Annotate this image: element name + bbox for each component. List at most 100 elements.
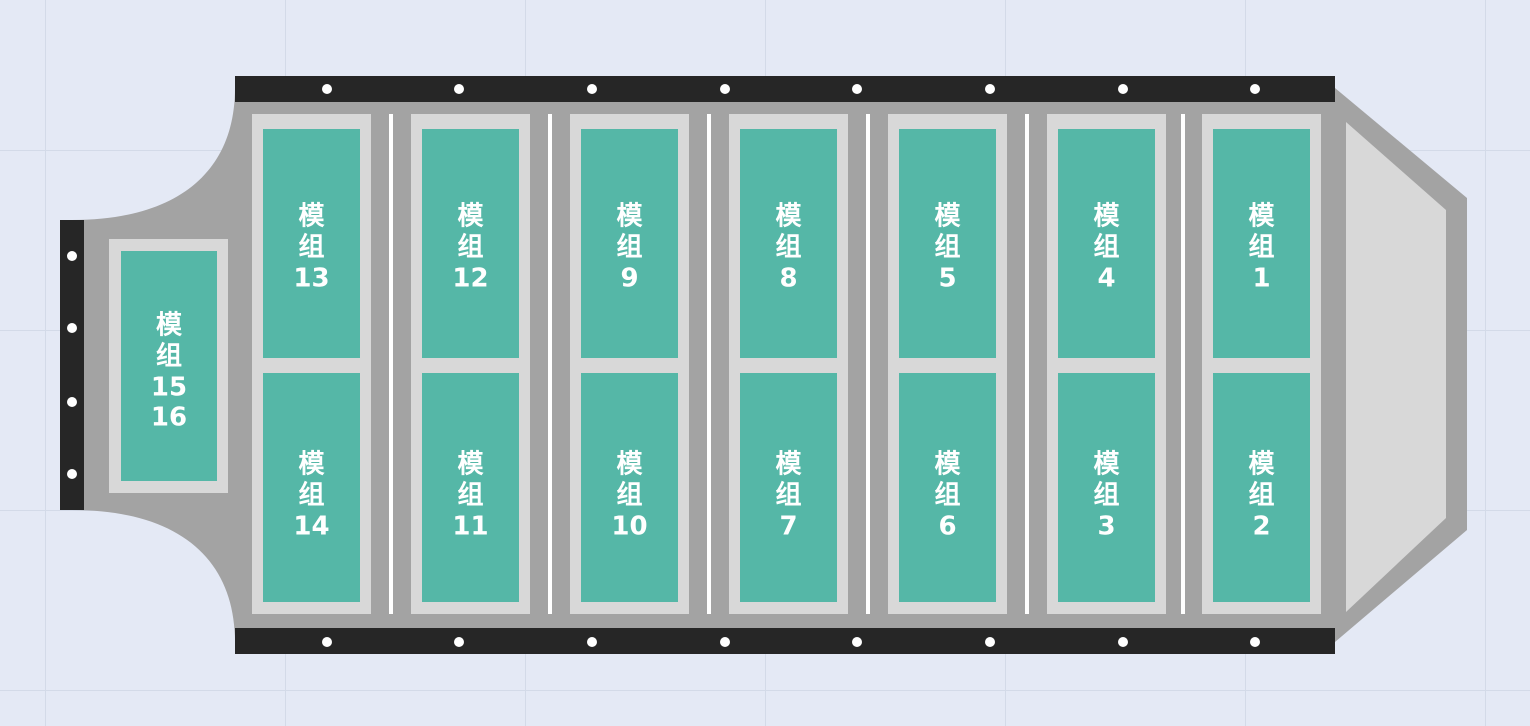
top-rail-bolts [322, 84, 1260, 94]
module-label-line: 组 [1248, 232, 1274, 263]
module-label-line: 组 [457, 480, 483, 511]
bolt [454, 84, 464, 94]
module-label-number: 1 [1252, 264, 1270, 294]
module-4: 模组4 [1058, 129, 1155, 358]
divider [866, 114, 870, 614]
column-dividers [389, 114, 1185, 614]
bolt [985, 84, 995, 94]
left-rail [60, 220, 84, 510]
module-label-line: 模 [457, 202, 484, 232]
module-label-number: 11 [452, 512, 488, 542]
bottom-rail-bolts [322, 637, 1260, 647]
pack-nose [1346, 122, 1446, 612]
bolt [67, 323, 77, 333]
module-label-line: 组 [298, 480, 324, 511]
module-label-line: 模 [156, 311, 183, 341]
module-8: 模组8 [740, 129, 837, 358]
module-label-line: 模 [298, 450, 325, 480]
module-label-line: 模 [775, 202, 802, 232]
left-rail-bolts [67, 251, 77, 479]
module-1: 模组1 [1213, 129, 1310, 358]
module-columns: 模组13模组14模组12模组11模组9模组10模组8模组7模组5模组6模组4模组… [252, 114, 1321, 614]
module-label-number: 2 [1252, 512, 1270, 542]
bolt [454, 637, 464, 647]
bolt [720, 637, 730, 647]
divider [707, 114, 711, 614]
bolt [1250, 84, 1260, 94]
module-block [1213, 129, 1310, 358]
module-label-number: 8 [779, 264, 797, 294]
bolt [985, 637, 995, 647]
module-block [1058, 129, 1155, 358]
divider [1025, 114, 1029, 614]
module-block [1213, 373, 1310, 602]
bolt [1118, 637, 1128, 647]
bolt [67, 251, 77, 261]
side-module-tray: 模 组 15 16 [109, 239, 228, 493]
module-block [581, 129, 678, 358]
module-label-number: 9 [620, 264, 638, 294]
module-label-line: 组 [156, 341, 182, 372]
module-label-number: 6 [938, 512, 956, 542]
module-label-line: 组 [934, 232, 960, 263]
top-rail [235, 76, 1335, 102]
module-7: 模组7 [740, 373, 837, 602]
module-block [422, 129, 519, 358]
module-label-line: 组 [1248, 480, 1274, 511]
module-label-number: 15 [151, 373, 187, 403]
module-label-line: 组 [1093, 232, 1119, 263]
module-label-line: 组 [1093, 480, 1119, 511]
module-block [899, 373, 996, 602]
module-label-line: 模 [457, 450, 484, 480]
module-label-line: 组 [934, 480, 960, 511]
bolt [1250, 637, 1260, 647]
module-label-line: 模 [616, 202, 643, 232]
module-label-line: 模 [1248, 202, 1275, 232]
module-label-line: 模 [1093, 202, 1120, 232]
bottom-rail [235, 628, 1335, 654]
module-15-16 [121, 251, 217, 481]
bolt [67, 397, 77, 407]
module-label-number: 14 [293, 512, 329, 542]
module-2: 模组2 [1213, 373, 1310, 602]
module-label-line: 模 [934, 202, 961, 232]
module-label-line: 模 [616, 450, 643, 480]
module-block [422, 373, 519, 602]
module-label-line: 组 [775, 480, 801, 511]
module-block [263, 129, 360, 358]
module-label-line: 组 [298, 232, 324, 263]
module-label-line: 模 [1093, 450, 1120, 480]
bolt [587, 84, 597, 94]
bolt [852, 637, 862, 647]
module-label-line: 组 [775, 232, 801, 263]
module-label-line: 模 [775, 450, 802, 480]
module-label-line: 模 [298, 202, 325, 232]
module-3: 模组3 [1058, 373, 1155, 602]
bolt [587, 637, 597, 647]
module-label-number: 3 [1097, 512, 1115, 542]
module-block [740, 373, 837, 602]
module-label-number: 12 [452, 264, 488, 294]
module-label-number: 4 [1097, 264, 1115, 294]
module-block [263, 373, 360, 602]
module-label-line: 模 [1248, 450, 1275, 480]
divider [548, 114, 552, 614]
module-label-number: 13 [293, 264, 329, 294]
module-label-number: 10 [611, 512, 647, 542]
divider [1181, 114, 1185, 614]
bolt [322, 84, 332, 94]
bolt [67, 469, 77, 479]
module-block [740, 129, 837, 358]
